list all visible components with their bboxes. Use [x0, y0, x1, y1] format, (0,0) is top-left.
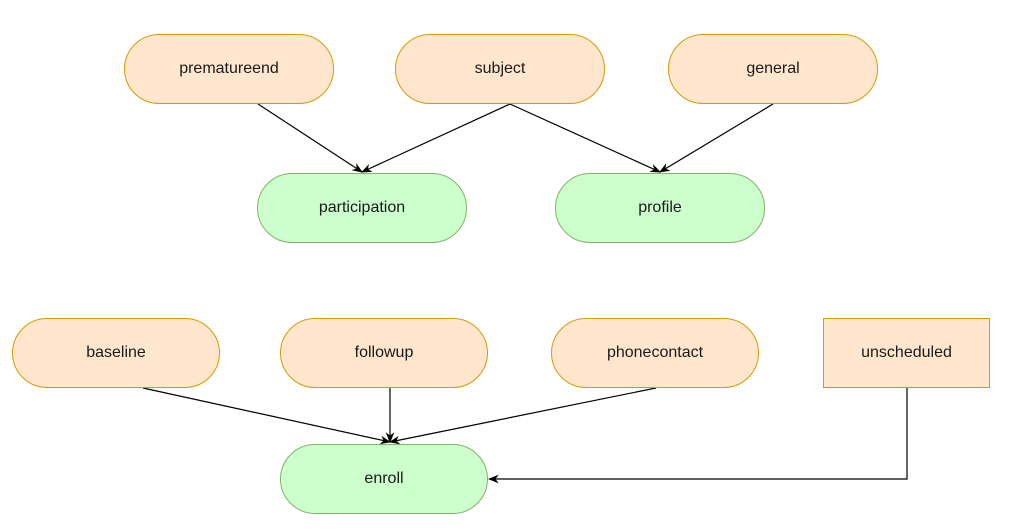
node-subject[interactable]: subject [395, 34, 605, 104]
node-label: subject [474, 60, 526, 77]
node-label: participation [318, 199, 406, 216]
edge-prematureend-participation [257, 103, 363, 173]
edge-subject-participation [361, 103, 511, 173]
node-label: enroll [364, 470, 404, 487]
edge-phonecontact-enroll [388, 387, 657, 445]
node-unscheduled[interactable]: unscheduled [823, 318, 990, 388]
node-label: phonecontact [606, 344, 704, 361]
node-baseline[interactable]: baseline [12, 318, 220, 388]
edge-subject-profile [509, 103, 661, 173]
edge-unscheduled-enroll [487, 388, 908, 484]
edge-baseline-enroll [142, 387, 392, 445]
node-label: followup [354, 344, 414, 361]
node-participation[interactable]: participation [257, 173, 467, 243]
node-phonecontact[interactable]: phonecontact [551, 318, 759, 388]
node-profile[interactable]: profile [555, 173, 765, 243]
node-general[interactable]: general [668, 34, 878, 104]
node-label: baseline [86, 344, 146, 361]
node-label: unscheduled [861, 344, 952, 361]
node-enroll[interactable]: enroll [280, 444, 488, 514]
node-label: prematureend [179, 60, 279, 77]
node-label: profile [638, 199, 682, 216]
node-followup[interactable]: followup [280, 318, 488, 388]
node-label: general [746, 60, 800, 77]
node-prematureend[interactable]: prematureend [124, 34, 334, 104]
edge-general-profile [659, 103, 774, 173]
